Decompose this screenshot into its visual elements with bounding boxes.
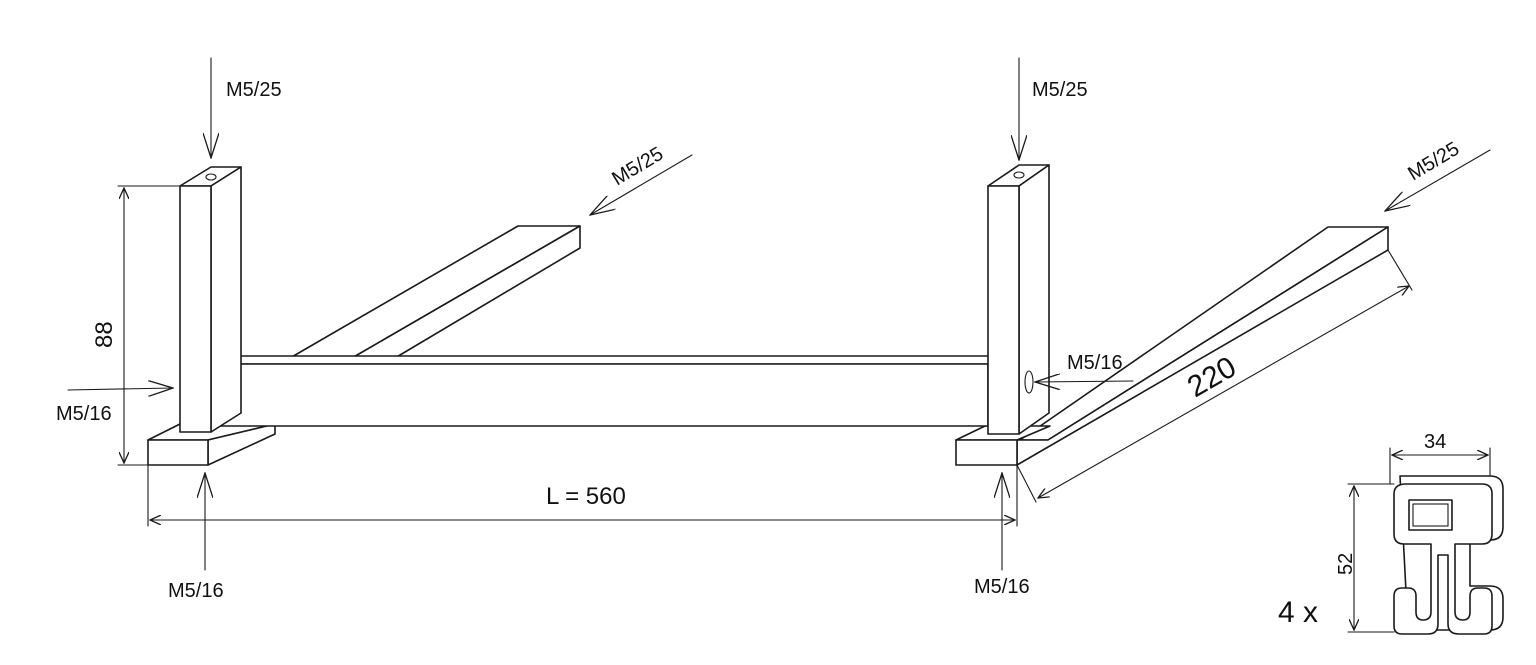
dimension-lines (117, 185, 1413, 527)
main-beam (214, 355, 1006, 427)
dim-profile-width-label: 34 (1424, 431, 1446, 453)
left-upright-post (179, 166, 242, 433)
left-diagonal-arm (289, 225, 581, 359)
dim-height-label: 88 (91, 321, 118, 348)
dim-profile-height-label: 52 (1335, 553, 1357, 575)
label-screw-right-bottom: M5/16 (974, 576, 1030, 598)
right-upright-post (987, 164, 1050, 435)
quantity-label: 4 x (1278, 596, 1318, 629)
label-screw-right-top: M5/25 (1032, 79, 1088, 101)
arrow-left-arm (590, 154, 693, 215)
label-screw-left-arm: M5/25 (608, 143, 667, 190)
label-screw-left-top: M5/25 (226, 79, 282, 101)
profile-detail (1347, 447, 1504, 635)
arrow-left-side (67, 388, 173, 390)
dim-depth-line (1038, 286, 1409, 498)
arrow-right-arm (1385, 149, 1491, 211)
label-screw-right-arm: M5/25 (1404, 138, 1463, 185)
label-screw-right-side: M5/16 (1067, 352, 1123, 374)
right-diagonal-arm (1016, 226, 1389, 466)
label-screw-left-bottom: M5/16 (168, 580, 224, 602)
label-screw-left-side: M5/16 (56, 403, 112, 425)
dim-length-label: L = 560 (546, 483, 626, 510)
